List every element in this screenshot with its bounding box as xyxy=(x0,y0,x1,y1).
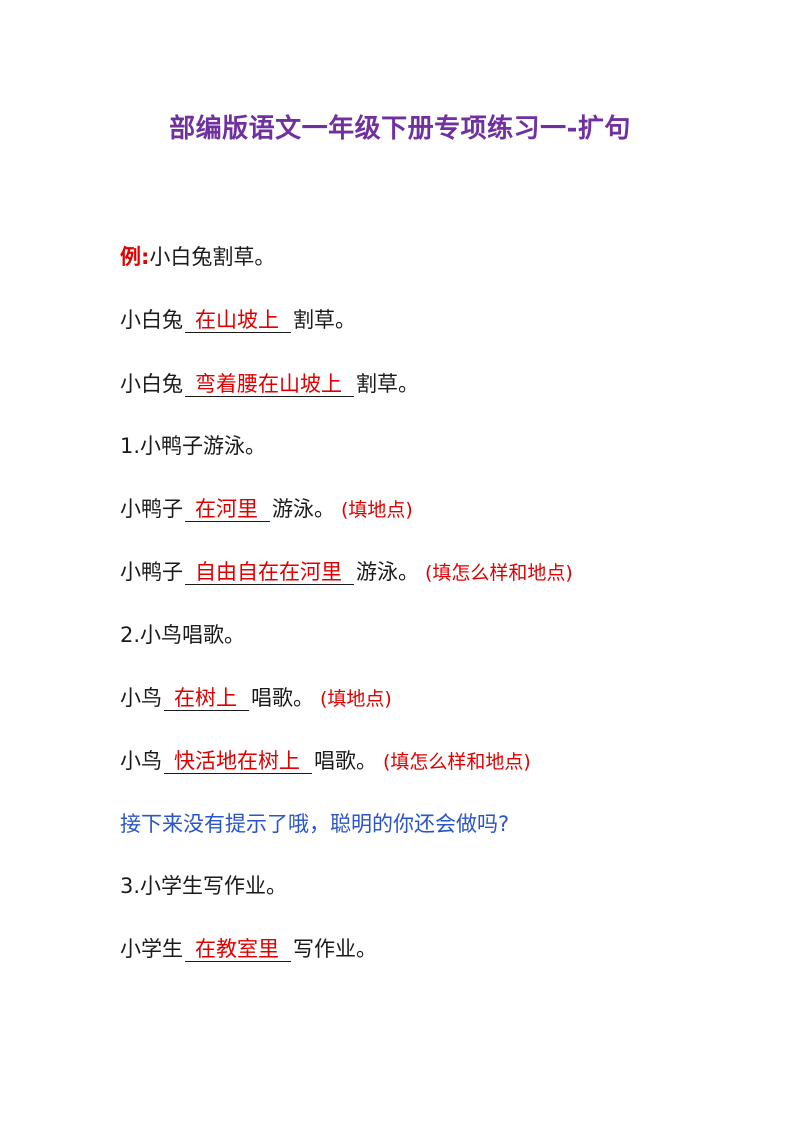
verb: 割草。 xyxy=(293,308,356,332)
question-1-sentence: 1.小鸭子游泳。 xyxy=(120,434,267,458)
question-2-line-1: 小鸟在树上唱歌。 (填地点) xyxy=(120,683,392,714)
subject: 小白兔 xyxy=(120,372,183,396)
verb: 写作业。 xyxy=(293,937,377,961)
verb: 游泳。 xyxy=(356,560,419,584)
hint-text: (填地点) xyxy=(341,499,413,521)
question-1-line-2: 小鸭子自由自在在河里游泳。 (填怎么样和地点) xyxy=(120,557,573,588)
verb: 割草。 xyxy=(356,372,419,396)
example-line-1: 小白兔在山坡上割草。 xyxy=(120,305,356,335)
verb: 游泳。 xyxy=(272,497,335,521)
hint-text: (填地点) xyxy=(320,688,392,710)
verb: 唱歌。 xyxy=(314,749,377,773)
subject: 小鸟 xyxy=(120,749,162,773)
example-sentence: 例:小白兔割草。 xyxy=(120,242,275,272)
subject: 小鸟 xyxy=(120,686,162,710)
notice-text: 接下来没有提示了哦，聪明的你还会做吗? xyxy=(120,812,510,836)
subject: 小鸭子 xyxy=(120,497,183,521)
subject: 小鸭子 xyxy=(120,560,183,584)
question-2-line-2: 小鸟快活地在树上唱歌。 (填怎么样和地点) xyxy=(120,746,531,777)
answer-blank: 在教室里 xyxy=(185,937,291,962)
verb: 唱歌。 xyxy=(251,686,314,710)
subject: 小学生 xyxy=(120,937,183,961)
question-2-sentence: 2.小鸟唱歌。 xyxy=(120,623,246,647)
hint-text: (填怎么样和地点) xyxy=(425,562,573,584)
question-1-line-1: 小鸭子在河里游泳。 (填地点) xyxy=(120,494,413,525)
answer-blank: 在山坡上 xyxy=(185,308,291,333)
answer-blank: 在河里 xyxy=(185,497,270,522)
example-label: 例: xyxy=(120,245,150,269)
question-3-sentence: 3.小学生写作业。 xyxy=(120,874,288,898)
answer-blank: 自由自在在河里 xyxy=(185,560,354,585)
page-title: 部编版语文一年级下册专项练习一-扩句 xyxy=(169,114,631,144)
example-base-sentence: 小白兔割草。 xyxy=(149,245,276,269)
answer-blank: 在树上 xyxy=(164,686,249,711)
subject: 小白兔 xyxy=(120,308,183,332)
hint-text: (填怎么样和地点) xyxy=(383,751,531,773)
answer-blank: 快活地在树上 xyxy=(164,749,312,774)
answer-blank: 弯着腰在山坡上 xyxy=(185,372,354,397)
question-3-line-1: 小学生在教室里写作业。 xyxy=(120,934,377,964)
example-line-2: 小白兔弯着腰在山坡上割草。 xyxy=(120,369,419,399)
